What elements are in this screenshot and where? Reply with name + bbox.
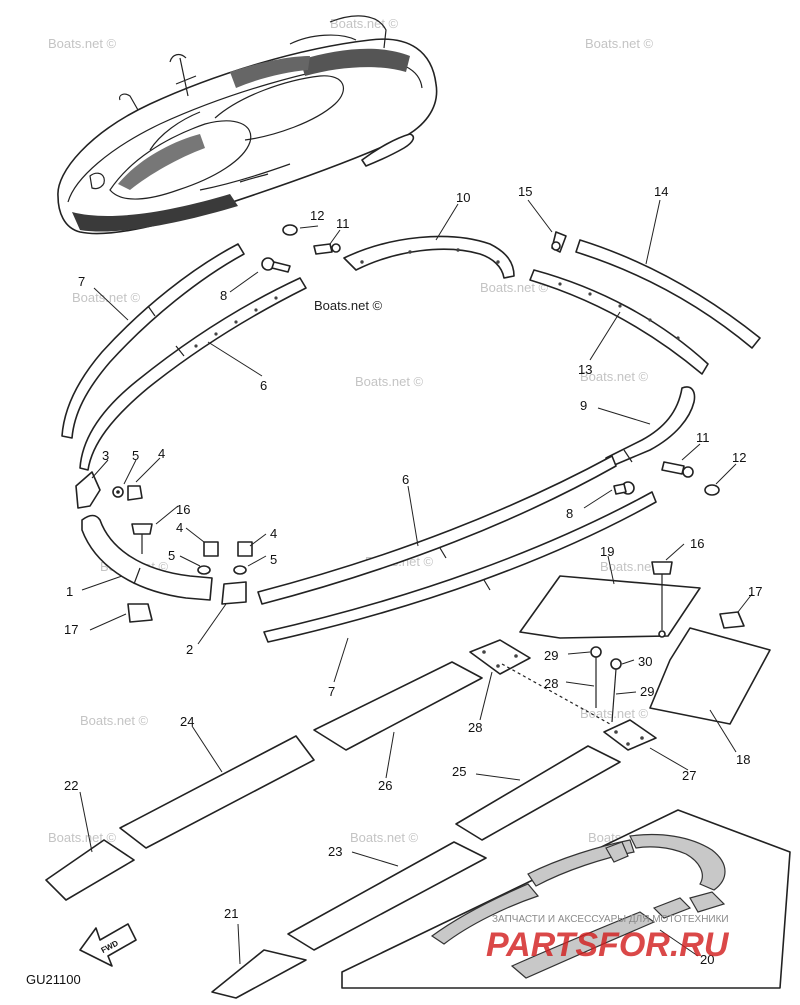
- part-23-mat: [119, 735, 315, 849]
- part-3-corner: [75, 471, 101, 509]
- hardware: [112, 224, 745, 725]
- callout-17: 17: [748, 584, 762, 599]
- callout-10: 10: [456, 190, 470, 205]
- callout-5: 5: [168, 548, 175, 563]
- callout-25: 26: [378, 778, 392, 793]
- callout-16: 16: [176, 502, 190, 517]
- part-10-guard: [343, 235, 515, 279]
- callout-12: 12: [310, 208, 324, 223]
- callout-2: 2: [186, 642, 193, 657]
- part-24-mat: [455, 745, 621, 841]
- part-27-plate: [469, 639, 531, 675]
- watermark: Boats.net ©: [80, 713, 149, 728]
- part-7-upper-strip: [61, 243, 245, 439]
- callout-6: 6: [260, 378, 267, 393]
- callout-labels: 7 8 6 12 11 10 15 14 13 9 11 12 8 6 7 3 …: [64, 184, 762, 967]
- callout-6: 6: [402, 472, 409, 487]
- callout-26: 27: [682, 768, 696, 783]
- part-9-rear-trim: [605, 386, 696, 467]
- callout-5: 5: [270, 552, 277, 567]
- callout-17: 17: [64, 622, 78, 637]
- brand-tagline: ЗАПЧАСТИ И АКСЕССУАРЫ ДЛЯ МОТОТЕХНИКИ: [492, 914, 729, 925]
- callout-4: 4: [270, 526, 277, 541]
- watermark: Boats.net ©: [580, 369, 649, 384]
- watercraft-illustration: [57, 15, 438, 235]
- diagram-code: GU21100: [26, 972, 81, 987]
- callout-16: 16: [690, 536, 704, 551]
- callout-29: 30: [638, 654, 652, 669]
- part-21-mat: [45, 839, 135, 901]
- part-6-lower-strip: [257, 455, 617, 605]
- part-30-mat-set-outline: [341, 809, 791, 989]
- brand-logo: PARTSFOR.RU: [486, 926, 730, 964]
- callout-23: 24: [180, 714, 194, 729]
- part-6-upper-strip: [79, 277, 307, 471]
- fwd-arrow-icon: FWD: [79, 923, 137, 967]
- callout-14: 14: [654, 184, 668, 199]
- callout-29: 29: [544, 648, 558, 663]
- callout-28: 28: [544, 676, 558, 691]
- watermark-prominent: Boats.net ©: [314, 298, 383, 313]
- callout-3: 3: [102, 448, 109, 463]
- part-1-front-trim: [81, 514, 213, 601]
- part-25-mat: [313, 661, 483, 751]
- leader-lines: [79, 199, 753, 965]
- callout-13: 13: [578, 362, 592, 377]
- callout-7: 7: [78, 274, 85, 289]
- watermark: Boats.net ©: [480, 280, 549, 295]
- callout-28: 29: [640, 684, 654, 699]
- callout-21: 22: [64, 778, 78, 793]
- callout-11: 11: [336, 216, 350, 231]
- part-14-strip: [575, 239, 761, 349]
- watermark: Boats.net ©: [350, 830, 419, 845]
- watermark: Boats.net ©: [585, 36, 654, 51]
- callout-7: 7: [328, 684, 335, 699]
- callout-4: 4: [176, 520, 183, 535]
- part-30-mat-pieces: [430, 833, 726, 979]
- part-22-mat: [287, 841, 487, 951]
- callout-4: 4: [158, 446, 165, 461]
- callout-12: 12: [732, 450, 746, 465]
- watermark: Boats.net ©: [355, 374, 424, 389]
- watermark: Boats.net ©: [48, 36, 117, 51]
- callout-5: 5: [132, 448, 139, 463]
- watermark: Boats.net ©: [330, 16, 399, 31]
- callout-8: 8: [566, 506, 573, 521]
- callout-18: 18: [736, 752, 750, 767]
- callout-24: 25: [452, 764, 466, 779]
- callout-15: 15: [518, 184, 532, 199]
- part-26-plate: [603, 719, 657, 751]
- part-20-mat: [211, 949, 307, 999]
- brand-watermark: ЗАПЧАСТИ И АКСЕССУАРЫ ДЛЯ МОТОТЕХНИКИ PA…: [486, 914, 730, 964]
- part-18-mat: [649, 627, 771, 725]
- part-19-mat: [519, 575, 701, 639]
- part-7-lower-strip: [263, 491, 657, 643]
- callout-22: 23: [328, 844, 342, 859]
- watermark: Boats.net ©: [72, 290, 141, 305]
- watermark: Boats.net ©: [48, 830, 117, 845]
- callout-30: 20: [700, 952, 714, 967]
- callout-1: 1: [66, 584, 73, 599]
- callout-11: 11: [696, 430, 710, 445]
- callout-19: 19: [600, 544, 614, 559]
- mounting-holes: [194, 296, 278, 348]
- callout-8: 8: [220, 288, 227, 303]
- watermark: Boats.net ©: [580, 706, 649, 721]
- part-2-clip: [221, 581, 247, 605]
- callout-27: 28: [468, 720, 482, 735]
- callout-20: 21: [224, 906, 238, 921]
- callout-9: 9: [580, 398, 587, 413]
- part-13-rail: [529, 269, 709, 375]
